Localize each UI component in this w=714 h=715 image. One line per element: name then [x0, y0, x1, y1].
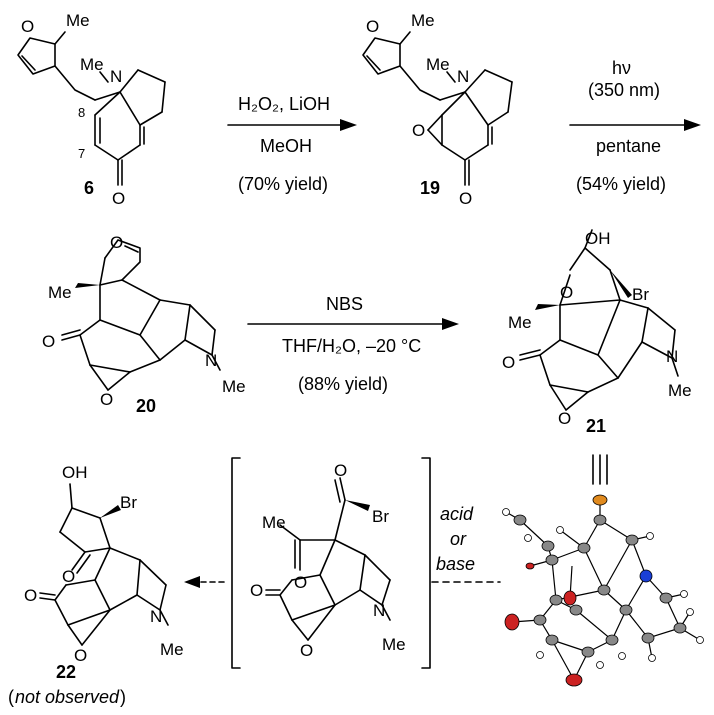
- reaction-1-yield: (70% yield): [238, 174, 328, 194]
- compound-22-note: not observed: [15, 687, 120, 707]
- compound-22-open-paren: (: [8, 687, 14, 707]
- compound-20-ketone-oxygen: O: [42, 332, 55, 351]
- reaction-3-yield: (88% yield): [298, 374, 388, 394]
- compound-19-label: 19: [420, 178, 440, 198]
- compound-21-hydroxyl: OH: [585, 229, 611, 248]
- compound-21-methyl: Me: [508, 313, 532, 332]
- compound-6-structure: [17, 31, 166, 186]
- compound-6-nitrogen: N: [110, 67, 122, 86]
- reaction-1-solvent: MeOH: [260, 136, 312, 156]
- compound-19-furan-oxygen: O: [366, 17, 379, 36]
- intermediate-nitrogen: N: [373, 601, 385, 620]
- compound-20-label: 20: [136, 396, 156, 416]
- compound-20-nitrogen: N: [205, 351, 217, 370]
- compound-6-furan-oxygen: O: [21, 17, 34, 36]
- bracket-right: [421, 457, 431, 669]
- compound-6-position-8: 8: [78, 105, 85, 120]
- reaction-3-conditions: THF/H₂O, –20 °C: [282, 336, 421, 356]
- compound-22-close-paren: ): [120, 687, 126, 707]
- reaction-2-solvent: pentane: [596, 136, 661, 156]
- dashed-arrow-to-22: [184, 576, 225, 588]
- compound-6-label: 6: [84, 178, 94, 198]
- intermediate-epoxide-oxygen: O: [300, 641, 313, 660]
- compound-22-nitrogen: N: [150, 607, 162, 626]
- compound-19-n-methyl: Me: [426, 55, 450, 74]
- compound-22-epoxide-oxygen: O: [74, 646, 87, 665]
- compound-21-bromine: Br: [632, 285, 649, 304]
- identity-symbol: [592, 454, 608, 485]
- intermediate-ketone-oxygen: O: [250, 581, 263, 600]
- compound-22-bromine: Br: [120, 493, 137, 512]
- compound-6-n-methyl: Me: [80, 55, 104, 74]
- compound-22-structure: [39, 483, 169, 646]
- intermediate-aldehyde-oxygen: O: [334, 461, 347, 480]
- reaction-2-yield: (54% yield): [576, 174, 666, 194]
- compound-21-epoxide-oxygen: O: [558, 409, 571, 428]
- compound-21-label: 21: [586, 416, 606, 436]
- compound-19-nitrogen: N: [457, 67, 469, 86]
- compound-19-ketone-oxygen: O: [459, 189, 472, 208]
- compound-20-epoxide-oxygen: O: [100, 390, 113, 409]
- intermediate-bromine: Br: [372, 507, 389, 526]
- compound-20-furan-oxygen: O: [110, 233, 123, 252]
- compound-19-structure: [362, 31, 513, 186]
- compound-19-methyl: Me: [411, 11, 435, 30]
- reaction-4-base: base: [436, 554, 475, 574]
- compound-21-ring-oxygen: O: [560, 283, 573, 302]
- intermediate-acetyl-methyl: Me: [262, 513, 286, 532]
- intermediate-structure: [265, 477, 391, 641]
- bracket-left: [231, 457, 241, 669]
- compound-21-structure: [519, 229, 679, 411]
- xray-crystal-structure: [502, 494, 704, 687]
- reaction-3-reagent: NBS: [326, 294, 363, 314]
- compound-21-ketone-oxygen: O: [502, 353, 515, 372]
- reaction-arrow-1: [227, 119, 357, 131]
- compound-20-structure: [61, 239, 221, 391]
- reaction-1-reagents: H₂O₂, LiOH: [238, 94, 330, 114]
- compound-20-n-methyl: Me: [222, 377, 246, 396]
- compound-22-n-methyl: Me: [160, 640, 184, 659]
- compound-20-methyl: Me: [48, 283, 72, 302]
- compound-22-label: 22: [56, 662, 76, 682]
- reaction-arrow-2: [569, 119, 701, 131]
- compound-21-n-methyl: Me: [668, 381, 692, 400]
- intermediate-n-methyl: Me: [382, 635, 406, 654]
- compound-6-position-7: 7: [78, 146, 85, 161]
- compound-22-ketone-oxygen: O: [24, 586, 37, 605]
- reaction-2-wavelength: (350 nm): [588, 80, 660, 100]
- reaction-4-or: or: [450, 529, 467, 549]
- compound-22-hydroxyl: OH: [62, 463, 88, 482]
- compound-6-ketone-oxygen: O: [112, 189, 125, 208]
- compound-6-methyl: Me: [66, 11, 90, 30]
- reaction-4-acid: acid: [440, 504, 474, 524]
- compound-19-epoxide-oxygen: O: [412, 121, 425, 140]
- compound-21-nitrogen: N: [666, 347, 678, 366]
- reaction-2-reagent: hν: [612, 58, 631, 78]
- compound-22-ring-ketone-oxygen: O: [62, 567, 75, 586]
- reaction-arrow-3: [247, 318, 459, 330]
- intermediate-acetyl-oxygen: O: [294, 573, 307, 592]
